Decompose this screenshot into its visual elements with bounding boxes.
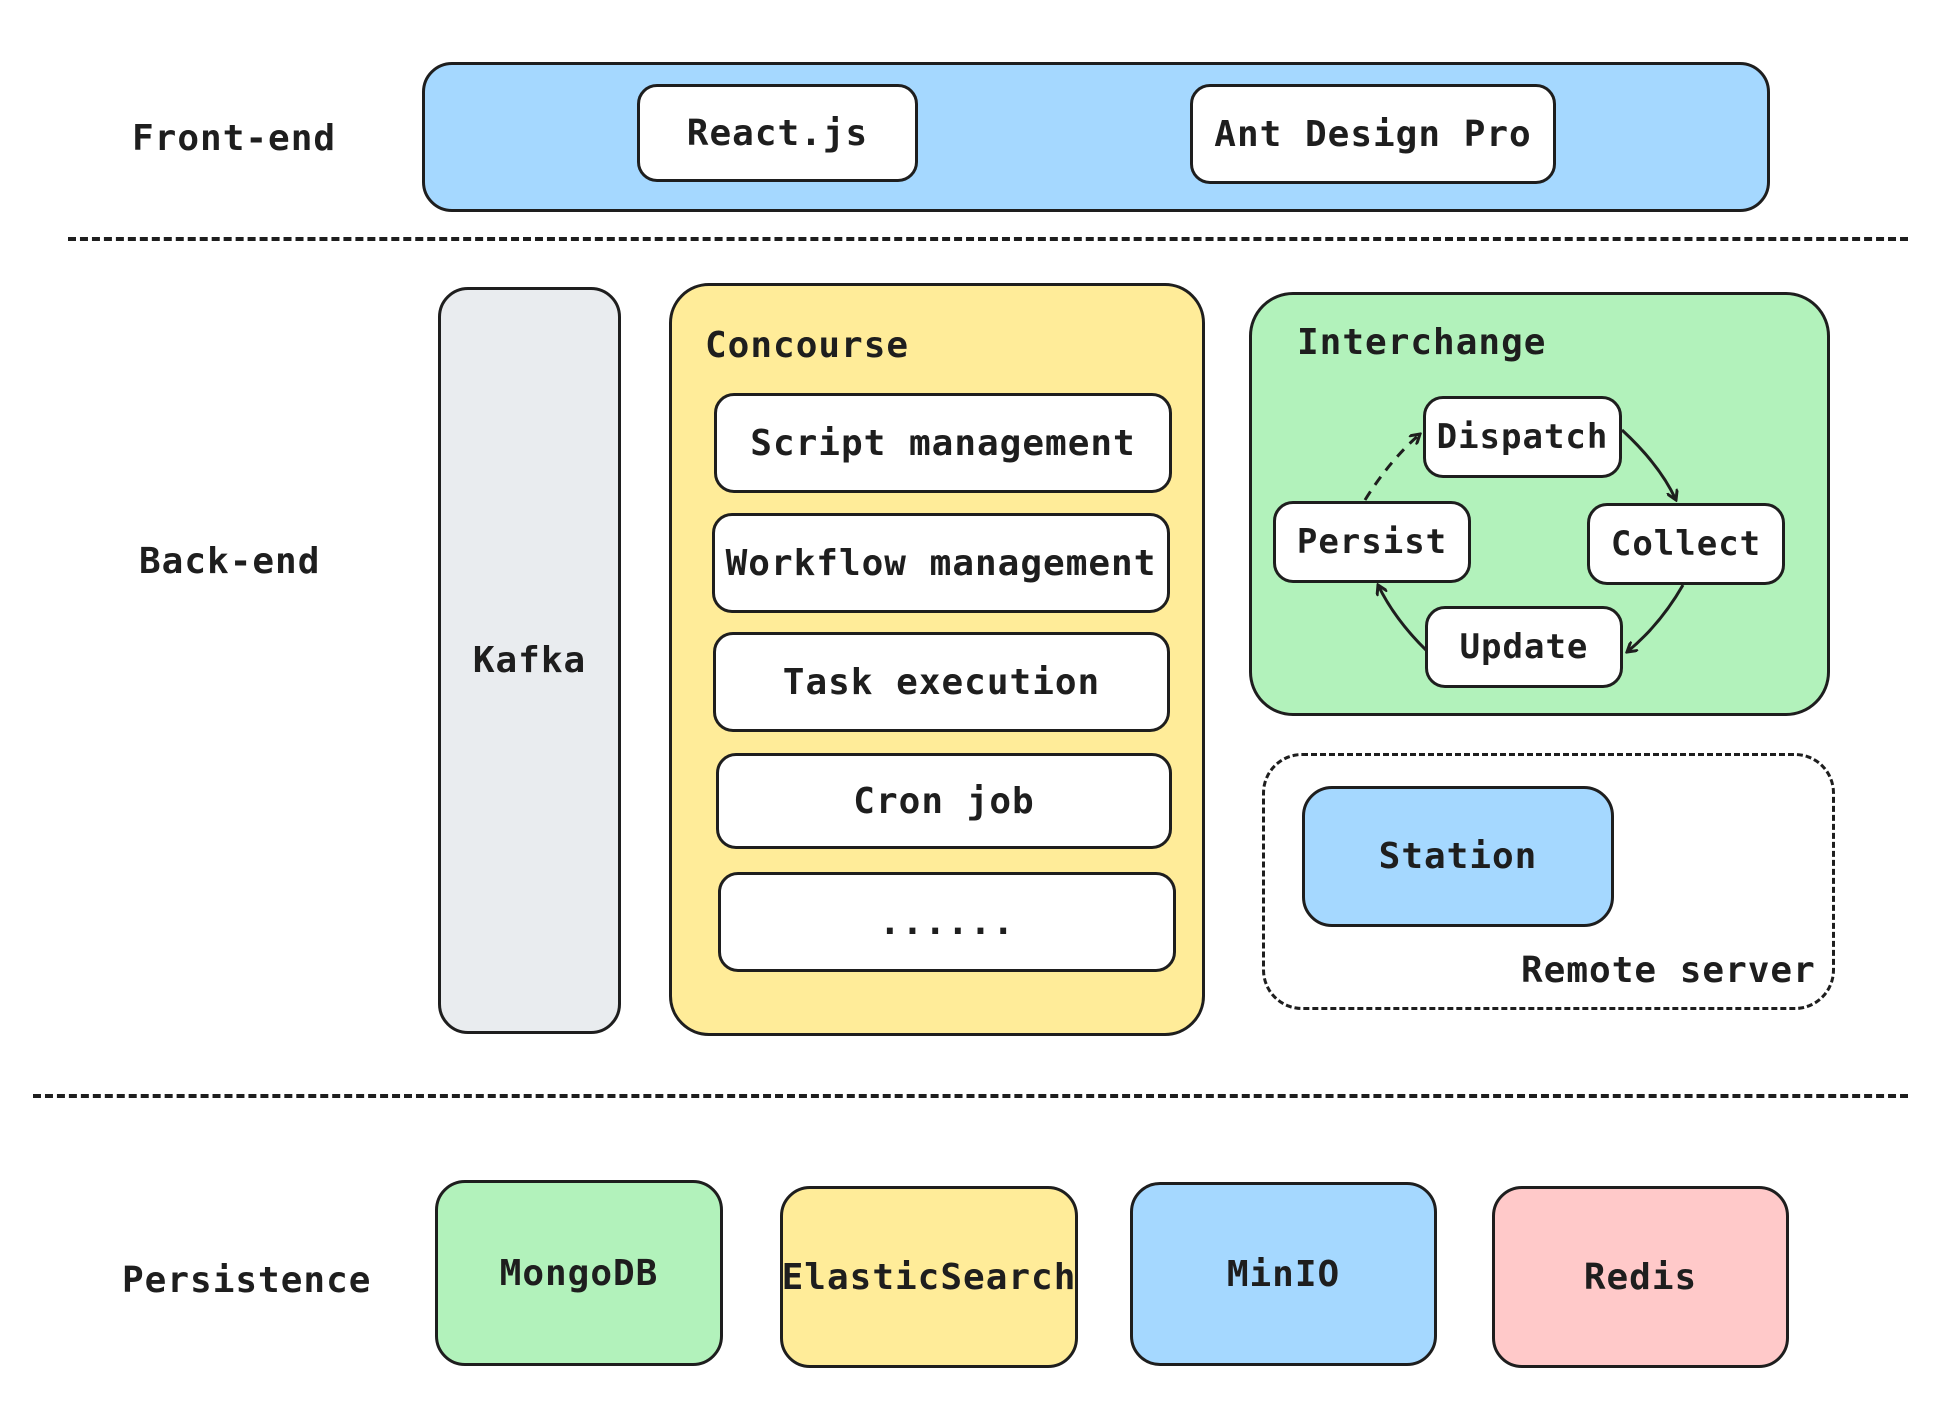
concourse-item-script-management: Script management — [714, 393, 1172, 493]
persist-box: Persist — [1273, 501, 1471, 583]
mongodb-box: MongoDB — [435, 1180, 723, 1366]
react-box: React.js — [637, 84, 918, 182]
kafka-box: Kafka — [438, 287, 621, 1034]
layer-label-persistence: Persistence — [122, 1260, 372, 1301]
concourse-title: Concourse — [705, 325, 910, 366]
ant-design-pro-box: Ant Design Pro — [1190, 84, 1556, 184]
elasticsearch-box: ElasticSearch — [780, 1186, 1078, 1368]
remote-server-title: Remote server — [1521, 950, 1816, 991]
separator-backend-persistence — [33, 1094, 1908, 1098]
update-box: Update — [1425, 606, 1623, 688]
frontend-container — [422, 62, 1770, 212]
interchange-title: Interchange — [1297, 322, 1547, 363]
layer-label-frontend: Front-end — [132, 118, 337, 159]
separator-frontend-backend — [68, 237, 1908, 241]
collect-box: Collect — [1587, 503, 1785, 585]
concourse-item-cron-job: Cron job — [716, 753, 1172, 849]
concourse-item-task-execution: Task execution — [713, 632, 1170, 732]
concourse-item-workflow-management: Workflow management — [712, 513, 1170, 613]
concourse-item-more: ...... — [718, 872, 1176, 972]
dispatch-box: Dispatch — [1423, 396, 1622, 478]
station-box: Station — [1302, 786, 1614, 927]
redis-box: Redis — [1492, 1186, 1789, 1368]
minio-box: MinIO — [1130, 1182, 1437, 1366]
layer-label-backend: Back-end — [139, 541, 321, 582]
remote-server-container — [1262, 753, 1835, 1010]
